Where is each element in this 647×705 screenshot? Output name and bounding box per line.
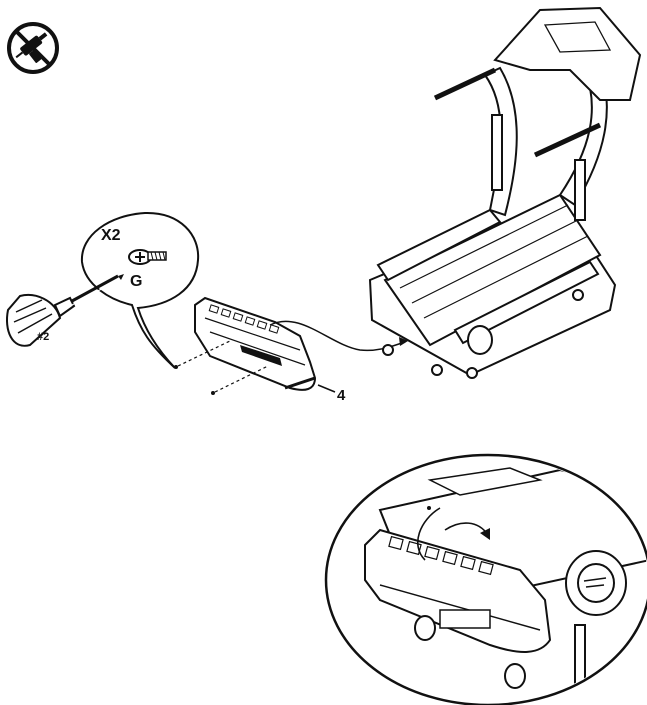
fitness-machine xyxy=(370,8,640,378)
detail-magnifier xyxy=(326,455,647,705)
part-letter-label: G xyxy=(130,273,142,290)
side-cover-part xyxy=(195,298,315,390)
part-number-label: 4 xyxy=(337,387,346,404)
no-power-drill-icon xyxy=(9,24,57,72)
quantity-label: X2 xyxy=(101,227,121,244)
tool-size-label: #2 xyxy=(37,331,49,343)
part-leader-line xyxy=(318,385,335,392)
